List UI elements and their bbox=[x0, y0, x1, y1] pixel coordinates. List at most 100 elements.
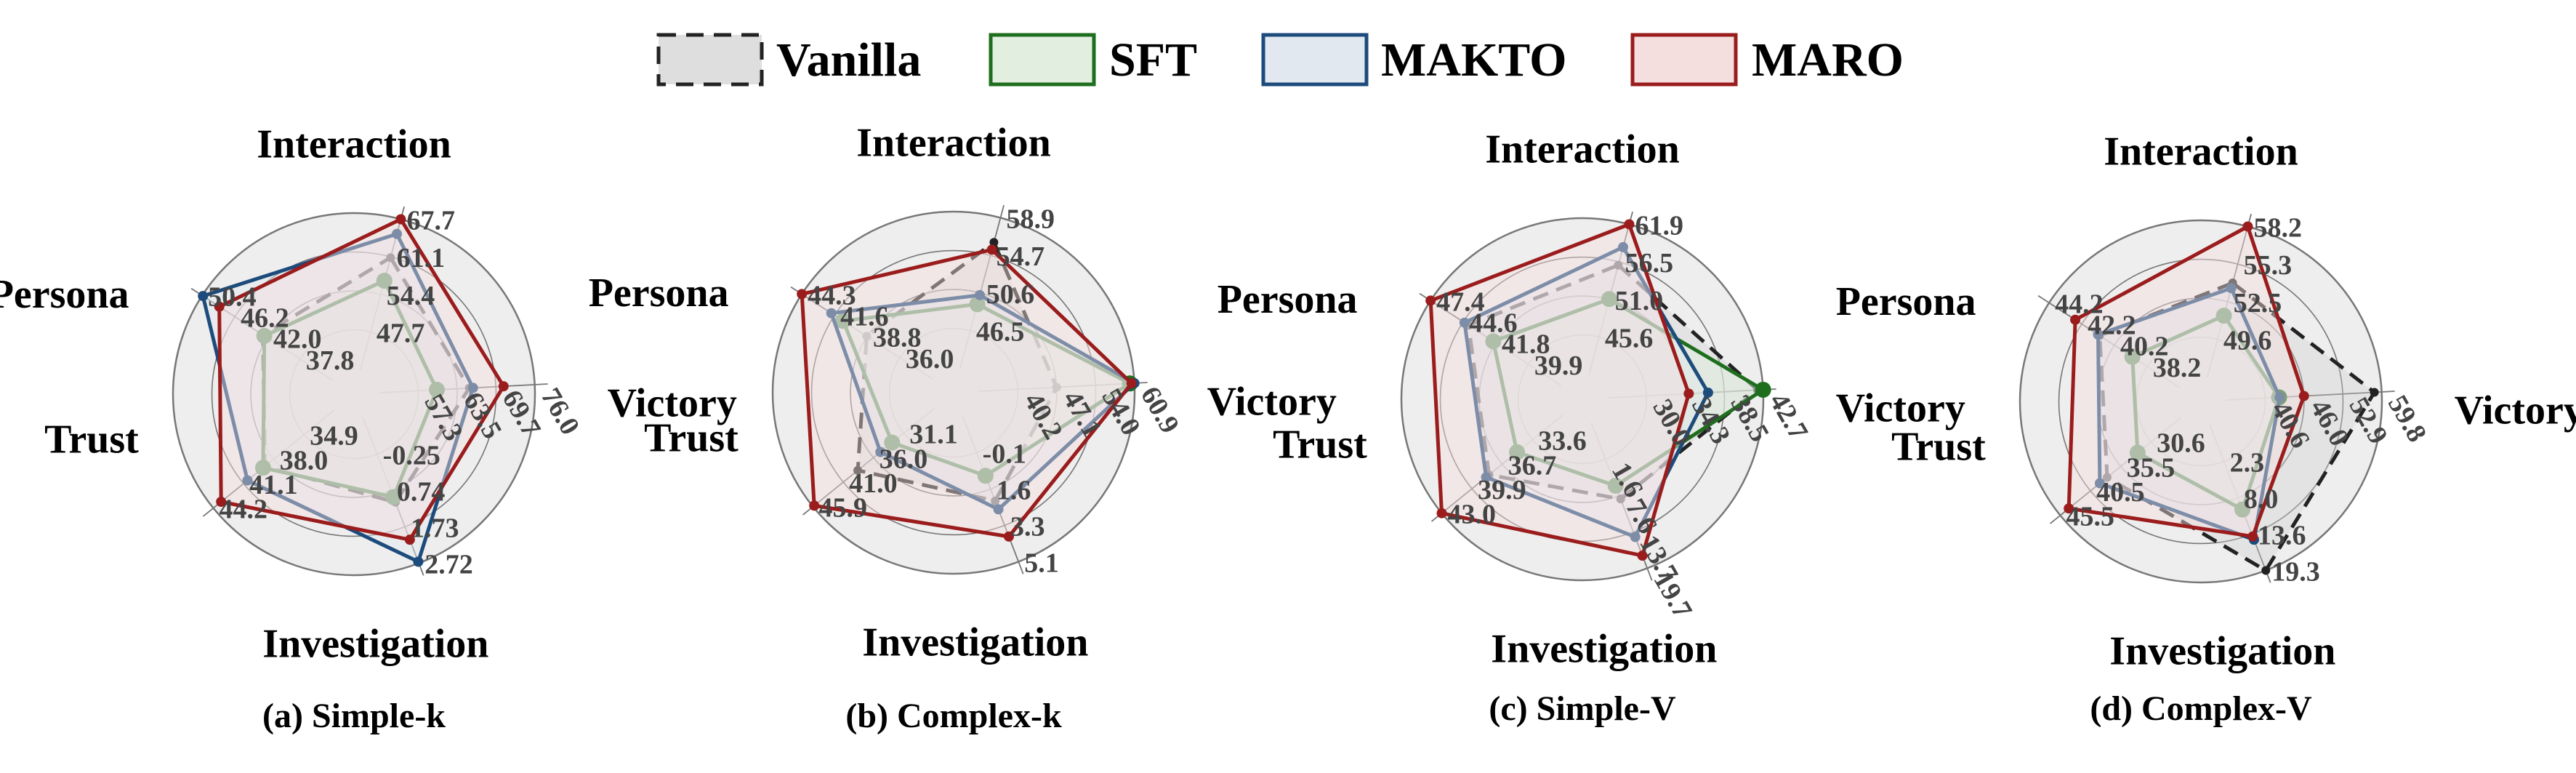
point-vanilla-investigation bbox=[2261, 566, 2271, 575]
tick-label-interaction: 67.7 bbox=[406, 205, 455, 236]
legend-label-sft: SFT bbox=[1109, 33, 1197, 87]
tick-label-interaction: 45.6 bbox=[1605, 324, 1654, 354]
tick-label-persona: 40.2 bbox=[2120, 332, 2169, 362]
point-makto-interaction bbox=[974, 289, 985, 300]
axis-label-trust: Trust bbox=[1273, 422, 1367, 467]
tick-label-interaction: 56.5 bbox=[1625, 248, 1674, 279]
axis-label-victory: Victory bbox=[2455, 388, 2576, 433]
tick-label-interaction: 61.9 bbox=[1635, 210, 1683, 241]
tick-label-investigation: 5.1 bbox=[1024, 548, 1059, 578]
point-maro-victory bbox=[498, 381, 509, 392]
tick-label-trust: 30.6 bbox=[2157, 428, 2205, 459]
tick-label-persona: 44.2 bbox=[2055, 289, 2104, 319]
grid-ring bbox=[2058, 258, 2344, 545]
point-makto-trust bbox=[2094, 478, 2105, 489]
grid-ring bbox=[2018, 219, 2383, 584]
tick-label-trust: 44.2 bbox=[219, 494, 267, 525]
legend-swatch-vanilla bbox=[656, 33, 764, 87]
point-sft-victory bbox=[429, 382, 446, 398]
point-maro-interaction bbox=[2242, 221, 2253, 232]
tick-label-persona: 50.4 bbox=[208, 281, 257, 312]
tick-label-interaction: 46.5 bbox=[976, 317, 1025, 348]
point-sft-trust bbox=[254, 460, 271, 476]
tick-label-interaction: 47.7 bbox=[377, 319, 425, 349]
radar-chart-3: 45.651.056.561.930.034.338.542.71.67.613… bbox=[1217, 127, 1965, 728]
legend: Vanilla SFT MAKTO MARO bbox=[656, 33, 1904, 87]
tick-label-trust: 39.9 bbox=[1478, 475, 1526, 505]
series-sft bbox=[2130, 313, 2281, 512]
point-sft-interaction bbox=[969, 296, 986, 313]
tick-label-interaction: 54.7 bbox=[997, 241, 1045, 272]
chart-caption: (c) Simple-V bbox=[1489, 689, 1676, 728]
point-makto-interaction bbox=[2226, 283, 2237, 294]
grid-ring bbox=[250, 290, 458, 498]
point-vanilla-investigation bbox=[991, 496, 1000, 505]
tick-label-trust: 33.6 bbox=[1538, 426, 1587, 457]
tick-label-persona: 44.6 bbox=[1469, 308, 1518, 339]
point-maro-trust bbox=[216, 497, 227, 508]
point-maro-victory bbox=[2298, 390, 2309, 401]
tick-label-persona: 38.2 bbox=[2153, 353, 2202, 383]
point-vanilla-interaction bbox=[989, 238, 999, 247]
tick-label-trust: 45.9 bbox=[818, 493, 867, 524]
axis-label-persona: Persona bbox=[0, 272, 129, 317]
point-sft-trust bbox=[2129, 444, 2146, 461]
axis-label-interaction: Interaction bbox=[1485, 127, 1680, 172]
chart-caption: (d) Complex-V bbox=[2090, 689, 2312, 728]
point-sft-investigation bbox=[977, 468, 994, 484]
point-makto-persona bbox=[1459, 317, 1470, 328]
axis-label-interaction: Interaction bbox=[856, 120, 1051, 165]
point-makto-trust bbox=[242, 475, 253, 486]
legend-item-vanilla: Vanilla bbox=[656, 33, 921, 87]
tick-label-trust: 34.9 bbox=[310, 421, 358, 452]
point-maro-investigation bbox=[404, 534, 415, 545]
tick-label-trust: 41.0 bbox=[849, 468, 898, 499]
point-vanilla-interaction bbox=[386, 253, 395, 263]
series-makto bbox=[829, 293, 1137, 511]
point-makto-victory bbox=[467, 383, 478, 393]
tick-label-persona: 38.8 bbox=[873, 323, 922, 353]
tick-label-trust: 31.1 bbox=[909, 420, 958, 450]
radar-chart-2: 46.550.654.758.940.247.154.060.9-0.11.63… bbox=[589, 120, 1337, 735]
tick-label-victory: 59.8 bbox=[2382, 390, 2433, 447]
tick-label-interaction: 58.2 bbox=[2253, 212, 2302, 243]
tick-label-persona: 39.9 bbox=[1534, 351, 1583, 381]
point-makto-persona bbox=[198, 291, 209, 302]
point-maro-trust bbox=[809, 500, 820, 511]
point-makto-trust bbox=[875, 446, 886, 457]
point-sft-interaction bbox=[2215, 308, 2232, 324]
axis-label-victory: Victory bbox=[1836, 385, 1965, 430]
point-maro-interaction bbox=[986, 244, 997, 255]
tick-label-persona: 44.3 bbox=[808, 280, 856, 311]
tick-label-persona: 41.8 bbox=[1502, 329, 1550, 360]
series-sft bbox=[261, 279, 439, 500]
point-maro-interaction bbox=[1624, 219, 1635, 230]
tick-label-trust: 36.0 bbox=[880, 444, 928, 474]
point-makto-investigation bbox=[993, 504, 1004, 515]
tick-label-persona: 42.0 bbox=[273, 324, 322, 355]
tick-label-investigation: 3.3 bbox=[1010, 511, 1045, 542]
point-maro-investigation bbox=[2247, 531, 2258, 542]
point-sft-interaction bbox=[1601, 291, 1617, 308]
tick-label-interaction: 55.3 bbox=[2244, 250, 2293, 281]
tick-label-interaction: 61.1 bbox=[397, 243, 446, 273]
point-makto-victory bbox=[1702, 387, 1713, 398]
axis-label-trust: Trust bbox=[644, 415, 738, 460]
point-maro-trust bbox=[2064, 503, 2074, 514]
legend-swatch-makto bbox=[1261, 33, 1369, 87]
series-maro bbox=[800, 247, 1134, 539]
series-makto bbox=[1462, 245, 1710, 539]
chart-caption: (a) Simple-k bbox=[262, 697, 446, 735]
tick-label-investigation: 1.6 bbox=[997, 476, 1031, 506]
point-sft-investigation bbox=[385, 489, 402, 505]
axis-label-investigation: Investigation bbox=[1491, 627, 1717, 672]
legend-label-vanilla: Vanilla bbox=[776, 33, 921, 87]
point-makto-trust bbox=[1481, 472, 1492, 483]
point-sft-persona bbox=[834, 313, 851, 329]
point-vanilla-victory bbox=[2370, 388, 2379, 397]
point-maro-interaction bbox=[395, 214, 406, 225]
tick-label-investigation: 19.3 bbox=[2271, 556, 2320, 587]
point-sft-persona bbox=[1485, 333, 1502, 350]
point-sft-trust bbox=[1509, 444, 1526, 460]
